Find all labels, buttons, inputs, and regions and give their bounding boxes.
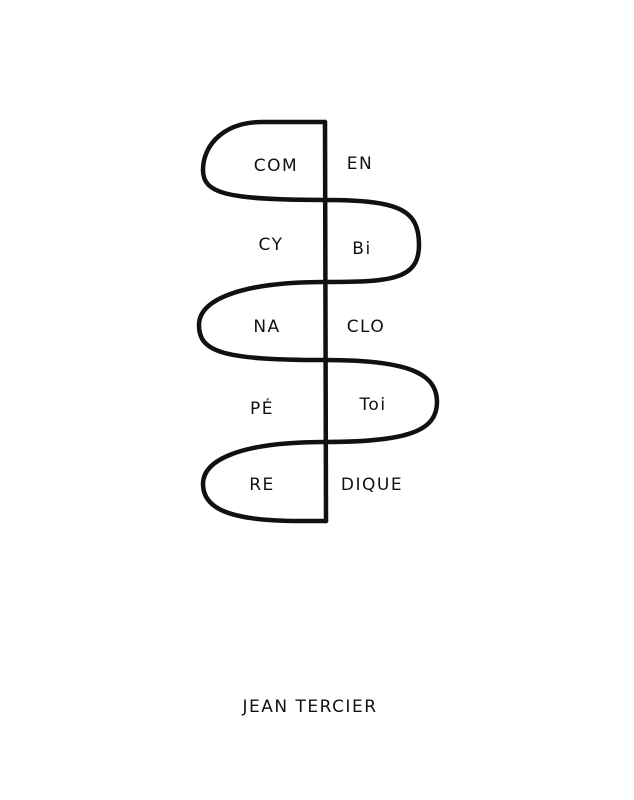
author-name: JEAN TERCIER xyxy=(241,697,377,717)
left-syllable: COM xyxy=(254,156,298,176)
right-syllable: DIQUE xyxy=(341,475,403,495)
right-syllable: Toi xyxy=(358,395,386,415)
right-syllable: EN xyxy=(347,154,373,174)
left-syllable: NA xyxy=(253,317,280,337)
serpentine-curve xyxy=(196,119,440,524)
right-syllable: CLO xyxy=(347,317,386,337)
left-syllable: RE xyxy=(249,475,275,495)
left-syllable: PÉ xyxy=(250,397,274,419)
left-syllable: CY xyxy=(259,235,284,255)
spine-line xyxy=(322,119,329,524)
right-syllable: Bi xyxy=(352,239,371,259)
